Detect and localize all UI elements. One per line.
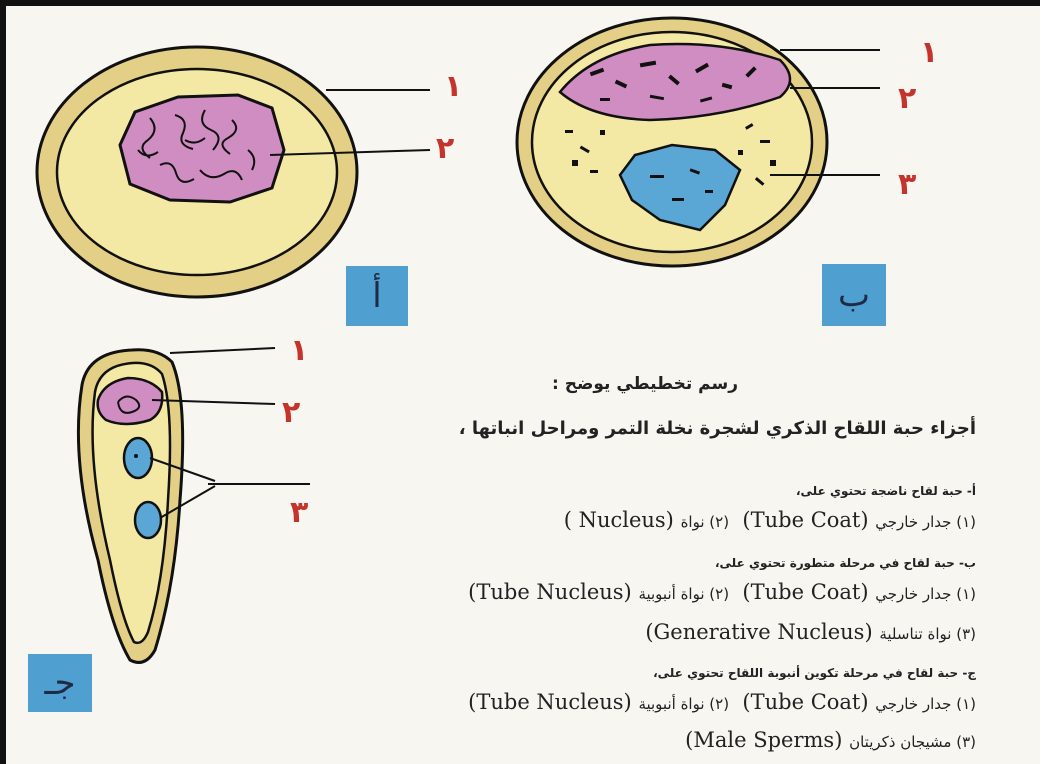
label-a-2: ٢ — [436, 134, 454, 164]
label-a-1: ١ — [444, 72, 462, 102]
section-c-heading: ج- حبة لقاح في مرحلة تكوين أنبوبة اللقاح… — [653, 666, 976, 680]
panel-label-b: ب — [822, 264, 886, 326]
pollen-grain-c — [78, 348, 310, 662]
label-c-3: ٣ — [290, 498, 308, 528]
caption-subtitle: أجزاء حبة اللقاح الذكري لشجرة نخلة التمر… — [459, 418, 976, 439]
panel-label-a: أ — [346, 266, 408, 326]
sperm-cell-2 — [135, 502, 161, 538]
section-c-line-1: (١) جدار خارجي (Tube Coat) (٢) نواة أنبو… — [468, 690, 976, 714]
nucleus-a — [120, 95, 284, 202]
label-c-1: ١ — [290, 336, 308, 366]
sperm-cell-1 — [124, 438, 152, 478]
section-c-line-2: (٣) مشيجان ذكريتان (Male Sperms) — [685, 728, 976, 752]
label-c-2: ٢ — [282, 398, 300, 428]
pollen-grain-b — [517, 18, 880, 266]
pollen-grain-a — [37, 47, 430, 297]
section-b-line-2: (٣) نواة تناسلية (Generative Nucleus) — [645, 620, 976, 644]
label-b-1: ١ — [920, 38, 938, 68]
label-b-3: ٣ — [898, 170, 916, 200]
caption-title: رسم تخطيطي يوضح : — [552, 374, 738, 394]
section-b-heading: ب- حبة لقاح في مرحلة متطورة تحتوي على، — [715, 556, 976, 570]
section-a-heading: أ- حبة لقاح ناضجة تحتوي على، — [796, 484, 976, 498]
section-b-line-1: (١) جدار خارجي (Tube Coat) (٢) نواة أنبو… — [468, 580, 976, 604]
label-b-2: ٢ — [898, 84, 916, 114]
panel-label-c: جـ — [28, 654, 92, 712]
section-a-line: (١) جدار خارجي (Tube Coat) (٢) نواة (Nuc… — [564, 508, 976, 532]
